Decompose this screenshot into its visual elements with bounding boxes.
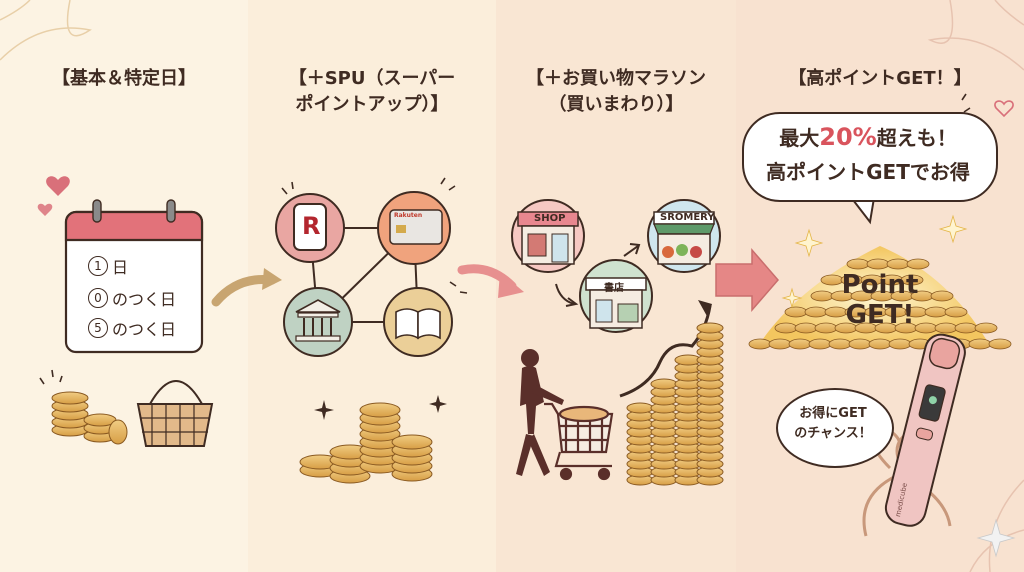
card-brand-label: Rakuten	[394, 212, 423, 219]
sparkle-icon	[976, 518, 1016, 558]
coin	[846, 258, 870, 270]
coin-pile	[299, 402, 433, 484]
shopping-cart-icon	[544, 402, 614, 481]
coin	[808, 338, 832, 350]
chance-bubble-text: お得にGET のチャンス！	[794, 406, 872, 441]
sparkle-icon	[781, 214, 968, 309]
coin	[968, 338, 992, 350]
percent-highlight: 20%	[819, 123, 877, 151]
step-title-basic: 【基本＆特定日】	[52, 68, 196, 89]
speech-bubble	[742, 112, 998, 202]
coin	[974, 322, 998, 334]
bookstore-icon	[579, 259, 653, 333]
coin	[788, 338, 812, 350]
calendar-line-text: のつく日	[112, 320, 177, 339]
arrow-icon	[457, 264, 524, 298]
calendar-line: 0 のつく日	[88, 286, 176, 310]
calendar-line: 1 日	[88, 254, 128, 278]
bubble-line-2: 高ポイントGETでお得	[766, 160, 970, 184]
step-title-spu: 【＋SPU（スーパー ポイントアップ）】	[288, 68, 456, 115]
coin	[900, 274, 924, 286]
coin	[768, 338, 792, 350]
coin	[748, 338, 772, 350]
coin	[988, 338, 1012, 350]
circled-number: 0	[88, 288, 108, 308]
speech-bubble-text: 最大20%超えも！ 高ポイントGETでお得	[742, 120, 994, 189]
sparkle-icon	[39, 369, 63, 385]
grocery-sign: SROMERY	[660, 212, 715, 223]
heart-icon	[37, 176, 70, 216]
coin	[696, 322, 724, 334]
heart-icon	[994, 100, 1014, 118]
arrow-icon	[211, 268, 282, 307]
coin	[954, 322, 978, 334]
credit-card-icon	[377, 191, 451, 265]
calendar-icon	[64, 199, 204, 354]
coin	[888, 338, 912, 350]
basket-icon	[136, 380, 214, 447]
coin	[906, 258, 930, 270]
step-title-high-point: 【高ポイントGET！】	[788, 68, 972, 89]
grocery-shop-icon	[647, 199, 721, 273]
coin	[626, 402, 654, 414]
circled-number: 1	[88, 256, 108, 276]
bank-icon	[283, 287, 353, 357]
coin	[774, 322, 798, 334]
coin	[794, 322, 818, 334]
coin	[650, 378, 678, 390]
bookstore-sign: 書店	[604, 283, 624, 294]
calendar-line-text: のつく日	[112, 290, 177, 309]
coin	[868, 338, 892, 350]
beauty-device-icon	[884, 333, 966, 527]
decor-swirl-topleft	[0, 0, 92, 61]
calendar-line: 5 のつく日	[88, 316, 176, 340]
decor-swirl-topright	[927, 0, 1024, 71]
route-arrow-icon	[555, 243, 641, 307]
step-title-marathon: 【＋お買い物マラソン （買いまわり）】	[526, 68, 706, 115]
sparkle-icon	[281, 177, 468, 294]
coin-mountain	[748, 246, 1012, 350]
coin	[866, 258, 890, 270]
coin-towers	[626, 322, 724, 486]
sparkle-icon	[314, 395, 447, 420]
bubble-line-1: 最大20%超えも！	[779, 123, 957, 151]
calendar-line-text: 日	[112, 258, 129, 277]
coin-stack	[51, 391, 128, 445]
rakuten-r-logo: R	[302, 212, 321, 240]
book-icon	[383, 287, 453, 357]
circled-number: 5	[88, 318, 108, 338]
coin	[828, 338, 852, 350]
shopper-silhouette-icon	[516, 349, 564, 476]
rakuten-app-icon	[275, 193, 345, 263]
coin	[784, 306, 808, 318]
chance-bubble	[776, 388, 894, 468]
coin	[886, 258, 910, 270]
coin	[848, 338, 872, 350]
shop-sign: SHOP	[534, 213, 566, 224]
coin	[944, 306, 968, 318]
clothing-shop-icon	[511, 199, 585, 273]
point-get-label: Point GET!	[841, 270, 919, 330]
coin	[930, 290, 954, 302]
arrow-icon	[715, 247, 779, 313]
